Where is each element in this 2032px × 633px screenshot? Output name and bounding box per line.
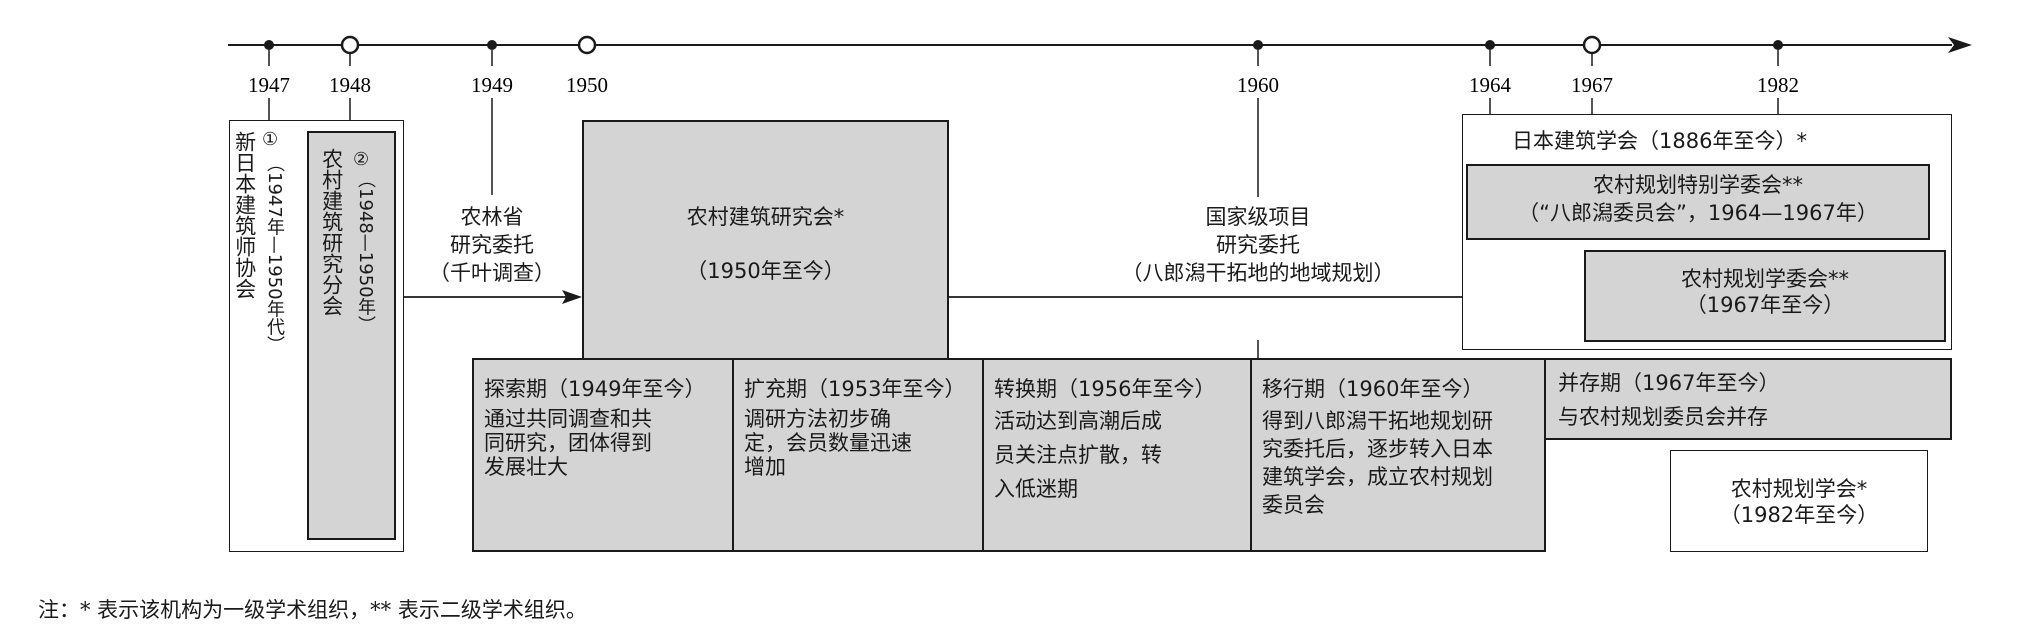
phase-box-yixing (1250, 358, 1546, 552)
year-label: 1982 (1757, 73, 1799, 97)
year-label: 1947 (248, 73, 290, 97)
label-guojia-3: （八郎潟干拓地的地域规划） (1121, 261, 1395, 285)
phase-bingcun-title: 并存期（1967年至今） (1558, 371, 1780, 395)
year-circle-1950 (577, 35, 597, 55)
year-label: 1950 (566, 73, 608, 97)
org-tebie-line2: （“八郎潟委员会”，1964—1967年） (1518, 201, 1878, 225)
phase-zhuanhuan-line: 活动达到高潮后成 (994, 409, 1162, 433)
org-xuewei-line2: （1967年至今） (1685, 293, 1845, 317)
phase-box-zhuanhuan (982, 358, 1252, 552)
phase-zhuanhuan-line: 员关注点扩散，转 (994, 443, 1162, 467)
year-dot-1964 (1485, 40, 1495, 50)
org-yanjiuhui-period: （1950年至今） (686, 259, 845, 283)
org-xinriben-name: 新日本建筑师协会 (232, 131, 257, 299)
label-guojia-2: 研究委托 (1216, 233, 1300, 257)
year-label: 1960 (1237, 73, 1279, 97)
phase-kuochong-title: 扩充期（1953年至今） (744, 377, 966, 401)
year-dot-1982 (1773, 40, 1783, 50)
year-label: 1967 (1571, 73, 1613, 97)
phase-yixing-line: 究委托后，逐步转入日本 (1262, 437, 1493, 461)
org-nongcun-fenhui-name: 农村建筑研究分会 (319, 148, 344, 316)
phase-kuochong-line: 定，会员数量迅速 (744, 431, 912, 455)
org-xuehui-box (1670, 450, 1928, 552)
label-nonglin-3: （千叶调查） (429, 261, 555, 285)
org-xuewei-line1: 农村规划学委会** (1681, 267, 1849, 291)
phase-tansuo-line: 发展壮大 (484, 455, 568, 479)
phase-yixing-title: 移行期（1960年至今） (1262, 377, 1484, 401)
label-nonglin-1: 农林省 (460, 205, 524, 229)
org-yanjiuhui-box (582, 120, 949, 360)
year-dot-1960 (1253, 40, 1263, 50)
year-label: 1948 (329, 73, 371, 97)
org-xuehui-line2: （1982年至今） (1719, 503, 1879, 527)
phase-yixing-line: 得到八郎潟干拓地规划研 (1262, 409, 1493, 433)
org-aij-title: 日本建筑学会（1886年至今）* (1512, 129, 1807, 153)
org-xinriben-marker: ① (262, 129, 279, 150)
phase-kuochong-line: 调研方法初步确 (744, 407, 891, 431)
phase-tansuo-line: 通过共同调查和共 (484, 407, 652, 431)
phase-kuochong-line: 增加 (744, 455, 786, 479)
footnote: 注：* 表示该机构为一级学术组织，** 表示二级学术组织。 (38, 598, 587, 622)
year-dot-1947 (264, 40, 274, 50)
arrow-nonglin-head (562, 290, 582, 304)
phase-zhuanhuan-title: 转换期（1956年至今） (994, 377, 1216, 401)
year-label: 1949 (471, 73, 513, 97)
year-label: 1964 (1469, 73, 1512, 97)
org-xuewei-box (1584, 250, 1946, 342)
year-circle-1967 (1582, 35, 1602, 55)
phase-bingcun-line: 与农村规划委员会并存 (1558, 405, 1768, 429)
org-nongcun-fenhui-period: （1948—1950年） (355, 170, 376, 334)
org-xuehui-line1: 农村规划学会* (1730, 477, 1868, 501)
phase-box-tansuo (472, 358, 734, 552)
phase-tansuo-title: 探索期（1949年至今） (484, 377, 706, 401)
org-nongcun-fenhui-marker: ② (353, 149, 370, 170)
org-nongcun-fenhui-box (307, 131, 396, 540)
org-tebie-box (1466, 164, 1930, 240)
phase-box-bingcun (1544, 358, 1952, 440)
org-tebie-line1: 农村规划特别学委会** (1593, 173, 1803, 197)
phase-yixing-line: 委员会 (1262, 493, 1325, 517)
year-dot-1949 (487, 40, 497, 50)
timeline-arrowhead (1948, 37, 1972, 53)
phase-box-kuochong (732, 358, 984, 552)
year-circle-1948 (340, 35, 360, 55)
org-xinriben-period: （1947年—1950年代） (264, 154, 285, 354)
label-guojia-1: 国家级项目 (1205, 205, 1311, 229)
phase-yixing-line: 建筑学会，成立农村规划 (1262, 465, 1493, 489)
org-yanjiuhui-title: 农村建筑研究会* (686, 205, 845, 229)
label-nonglin-2: 研究委托 (450, 233, 534, 257)
phase-zhuanhuan-line: 入低迷期 (994, 477, 1078, 501)
phase-tansuo-line: 同研究，团体得到 (484, 431, 652, 455)
